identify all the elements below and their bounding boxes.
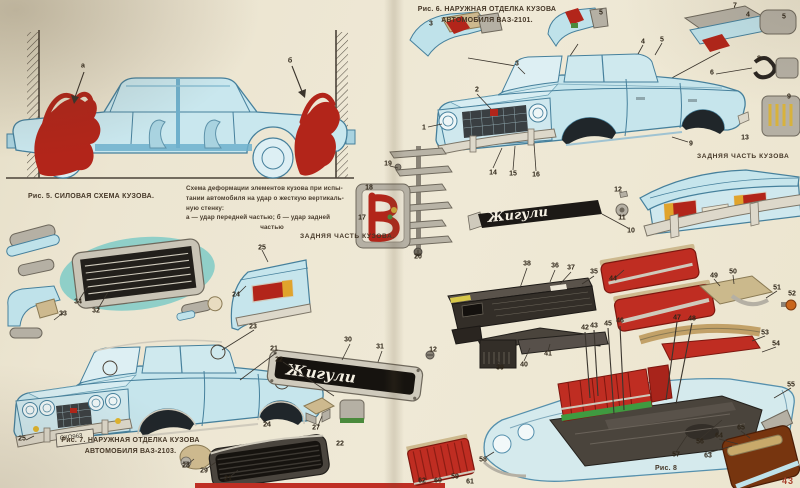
rear-crush-zone	[294, 92, 340, 176]
fig6-title: Рис. 6. НАРУЖНАЯ ОТДЕЛКА КУЗОВА АВТОМОБИ…	[396, 5, 578, 26]
fig5-caption: Рис. 5. СИЛОВАЯ СХЕМА КУЗОВА.	[28, 193, 155, 200]
roof-molding-inset	[667, 5, 771, 81]
rear-section-label-left: ЗАДНЯЯ ЧАСТЬ КУЗОВА.	[300, 233, 395, 240]
screw-part	[425, 350, 435, 360]
zhiguli-badge-text: Жигули	[486, 205, 549, 226]
cropped-red-object	[195, 483, 445, 488]
pillar-leader-lines	[584, 321, 693, 415]
right-wall	[335, 30, 348, 178]
tail-lamp-lens-part	[355, 183, 411, 249]
console-heater-part	[477, 327, 609, 369]
drip-rail-section-inset	[409, 11, 529, 69]
bracket-parts	[6, 224, 61, 339]
front-bulkhead-red	[557, 364, 673, 422]
lower-grille-part	[208, 434, 330, 488]
car-2103-three-quarter-view: ОКО963	[13, 339, 324, 448]
brown-door-panel	[721, 409, 800, 488]
door-trim-panels	[599, 244, 716, 332]
clip-box-part	[339, 399, 365, 423]
cutaway-body-shell	[482, 321, 795, 482]
fig6-title-line1: Рис. 6. НАРУЖНАЯ ОТДЕЛКА КУЗОВА	[417, 6, 557, 13]
note-line: ную стенку:	[186, 204, 225, 212]
note-line: частью	[260, 224, 284, 231]
side-marker-part	[176, 296, 223, 321]
zhiguli-script-badge: Жигули	[467, 200, 629, 231]
note-line: Схема деформации элементов кузова при ис…	[186, 185, 343, 192]
rear-shelf-red-panel	[406, 433, 475, 486]
grille-panel-inset	[59, 236, 215, 311]
small-bracket-part	[302, 397, 336, 425]
rear-corner-2103	[230, 249, 312, 331]
fig8-leader-lines	[485, 267, 792, 458]
rear-section-label-right: ЗАДНЯЯ ЧАСТЬ КУЗОВА	[697, 153, 790, 160]
zhiguli-badge-2103: Жигули	[266, 349, 424, 402]
fig7-caption-line1: Рис. 7. НАРУЖНАЯ ОТДЕЛКА КУЗОВА	[61, 437, 200, 444]
fig5-body-structure-drawing	[6, 30, 356, 179]
license-plate: ОКО963	[55, 428, 95, 448]
clip-parts-inset	[753, 9, 800, 137]
fig6-vaz2101-drawing: Жигули	[355, 5, 800, 257]
note-line: а — удар передней частью; б — удар задне…	[186, 214, 331, 222]
deformation-note: Схема деформации элементов кузова при ис…	[186, 184, 358, 233]
fig7-caption-line2: АВТОМОБИЛЯ ВАЗ-2103.	[84, 447, 177, 455]
badge-clip	[619, 190, 629, 199]
front-crush-zone	[34, 91, 101, 177]
svg-text:ОКО963: ОКО963	[60, 433, 84, 442]
rear-body-section	[639, 169, 800, 239]
note-line: тании автомобиля на удар о жесткую верти…	[186, 194, 344, 202]
page-number: 43	[782, 476, 795, 486]
windshield-molding-inset	[547, 7, 609, 57]
car-2101-three-quarter-view	[427, 42, 753, 172]
fig8-interior-exploded-drawing	[406, 244, 800, 488]
roof-rail-and-header	[638, 323, 761, 361]
knob-part	[781, 299, 797, 311]
fig7-caption: Рис. 7. НАРУЖНАЯ ОТДЕЛКА КУЗОВА АВТОМОБИ…	[38, 436, 223, 457]
parcel-shelf-part	[698, 275, 774, 307]
dashboard-panel	[447, 277, 597, 345]
fig7-leader-lines	[25, 285, 383, 478]
fig7-vaz2103-drawing: ОКО963 Жигули	[6, 224, 445, 488]
fig6-title-line2: АВТОМОБИЛЯ ВАЗ-2101.	[441, 16, 533, 24]
impact-arrows	[71, 65, 306, 104]
fig8-caption: Рис. 8	[655, 465, 678, 472]
